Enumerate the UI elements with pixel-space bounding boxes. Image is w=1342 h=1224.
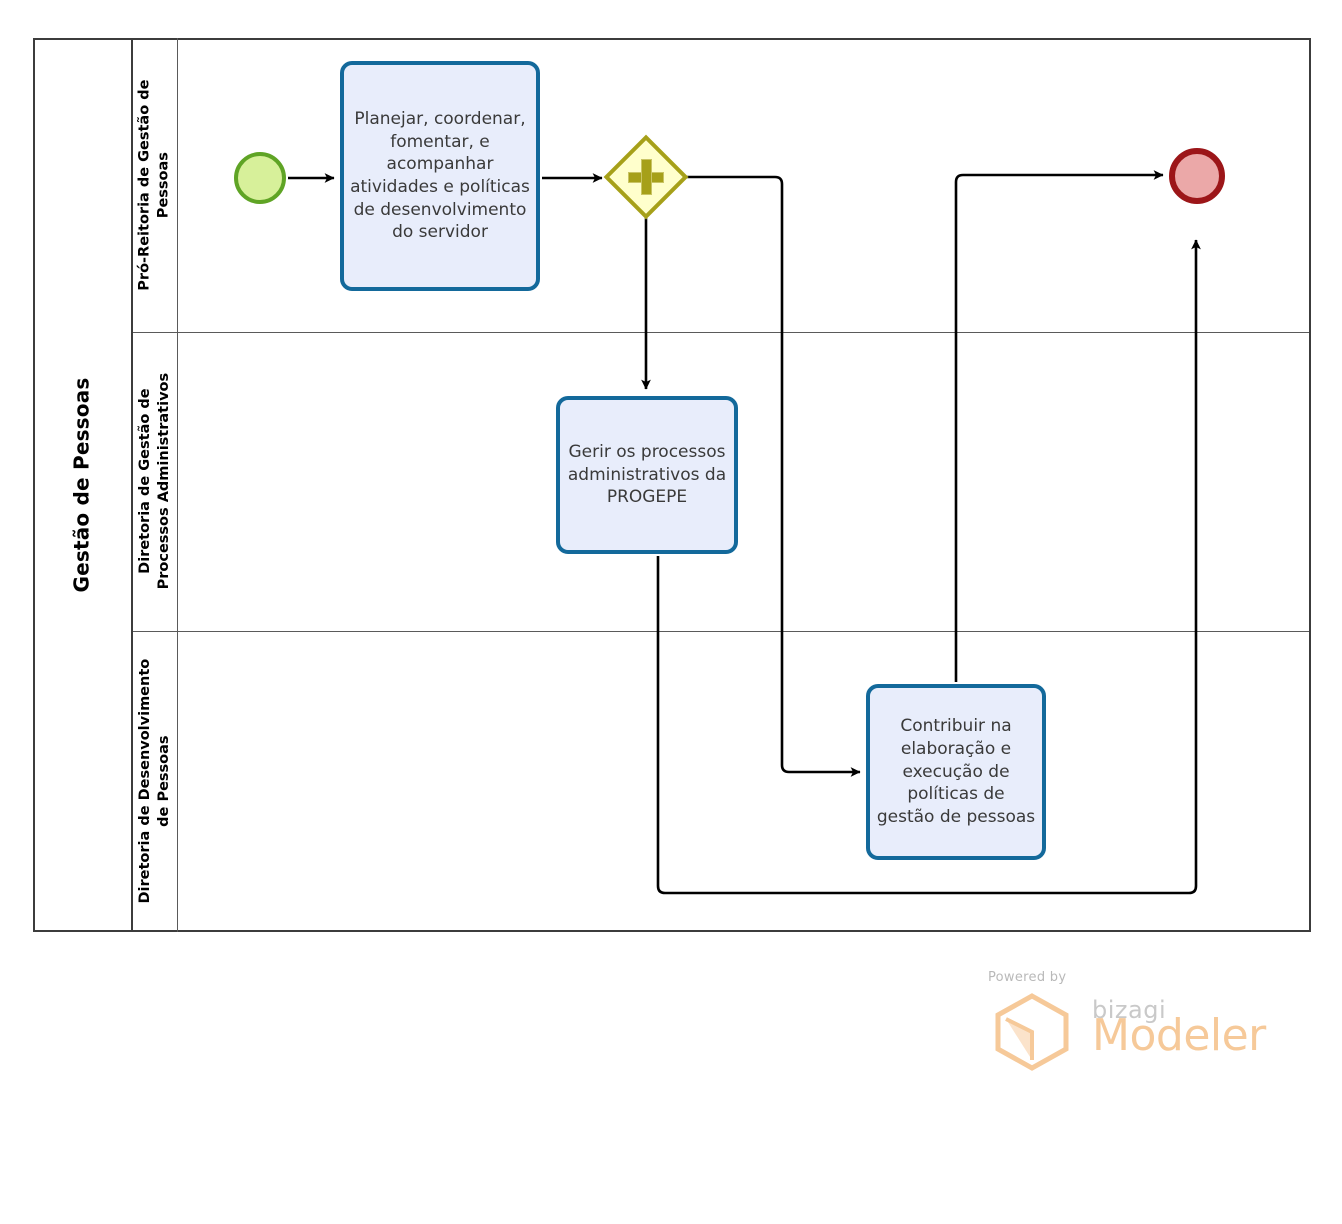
pool-header: Gestão de Pessoas (33, 38, 133, 932)
pool-title: Gestão de Pessoas (70, 377, 94, 593)
task-planejar-coordenar[interactable]: Planejar, coordenar, fomentar, e acompan… (340, 61, 540, 291)
task-1-label: Planejar, coordenar, fomentar, e acompan… (350, 109, 530, 243)
parallel-plus-icon-vertical (641, 159, 652, 195)
bizagi-watermark: Powered by bizagi Modeler (988, 970, 1266, 1071)
lane-divider-2 (133, 631, 1309, 632)
end-event[interactable] (1169, 148, 1225, 204)
task-2-label: Gerir os processos administrativos da PR… (567, 442, 727, 508)
powered-by-label: Powered by (988, 970, 1067, 985)
task-gerir-processos[interactable]: Gerir os processos administrativos da PR… (556, 396, 738, 554)
start-event[interactable] (234, 152, 286, 204)
bizagi-hexagon-icon (995, 993, 1069, 1071)
bizagi-wordmark: bizagi (1092, 996, 1167, 1024)
task-3-label: Contribuir na elaboração e execução de p… (876, 716, 1036, 827)
parallel-gateway[interactable] (603, 134, 689, 220)
lane-divider-1 (133, 332, 1309, 333)
task-contribuir-politicas[interactable]: Contribuir na elaboração e execução de p… (866, 684, 1046, 860)
modeler-wordmark: Modeler (1092, 1010, 1266, 1061)
